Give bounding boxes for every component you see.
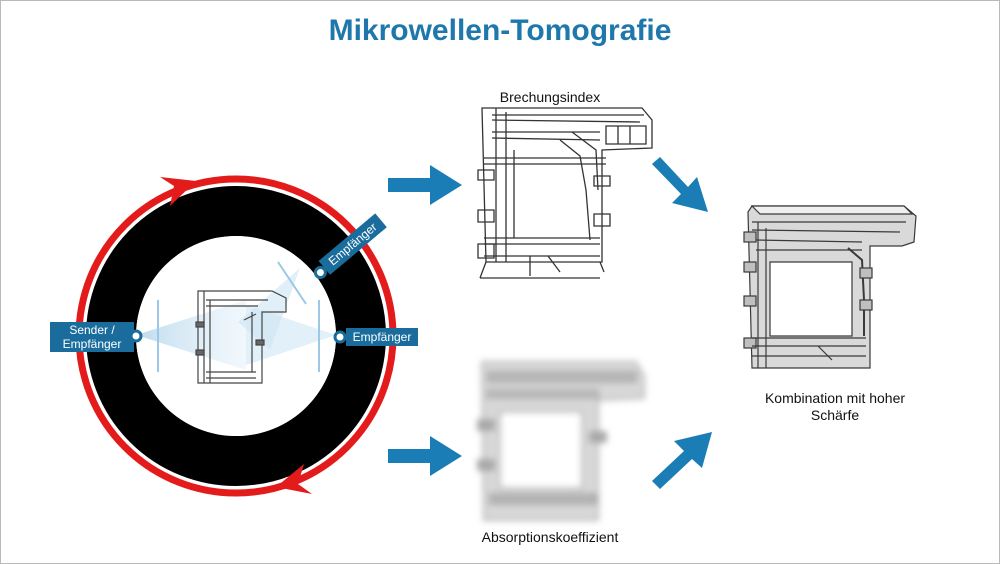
arrow-right-icon — [388, 165, 462, 205]
caption-combination: Kombination mit hoher Schärfe — [720, 390, 950, 424]
arrow-diagonal-icon — [652, 157, 708, 212]
rotation-arrow-icon — [160, 177, 312, 494]
profile-absorption — [477, 361, 645, 521]
sender-label-line2: Empfänger — [63, 337, 122, 351]
sender-label: Sender / Empfänger — [50, 322, 143, 352]
caption-absorption: Absorptionskoeffizient — [481, 529, 619, 545]
arrow-right-icon — [388, 436, 462, 476]
receiver-right-text: Empfänger — [353, 330, 412, 344]
profile-combination — [743, 205, 917, 369]
caption-combination-line1: Kombination mit hoher — [764, 390, 906, 406]
slide-title: Mikrowellen-Tomografie — [328, 14, 672, 47]
caption-combination-line2: Schärfe — [810, 407, 860, 423]
profile-object-small — [195, 290, 287, 384]
sender-label-line1: Sender / — [69, 323, 115, 337]
caption-refraction: Brechungsindex — [499, 89, 601, 105]
arrow-diagonal-icon — [652, 432, 712, 489]
microwave-beams — [136, 261, 336, 372]
profile-refraction — [477, 107, 653, 279]
receiver-right-label: Empfänger — [333, 328, 418, 346]
